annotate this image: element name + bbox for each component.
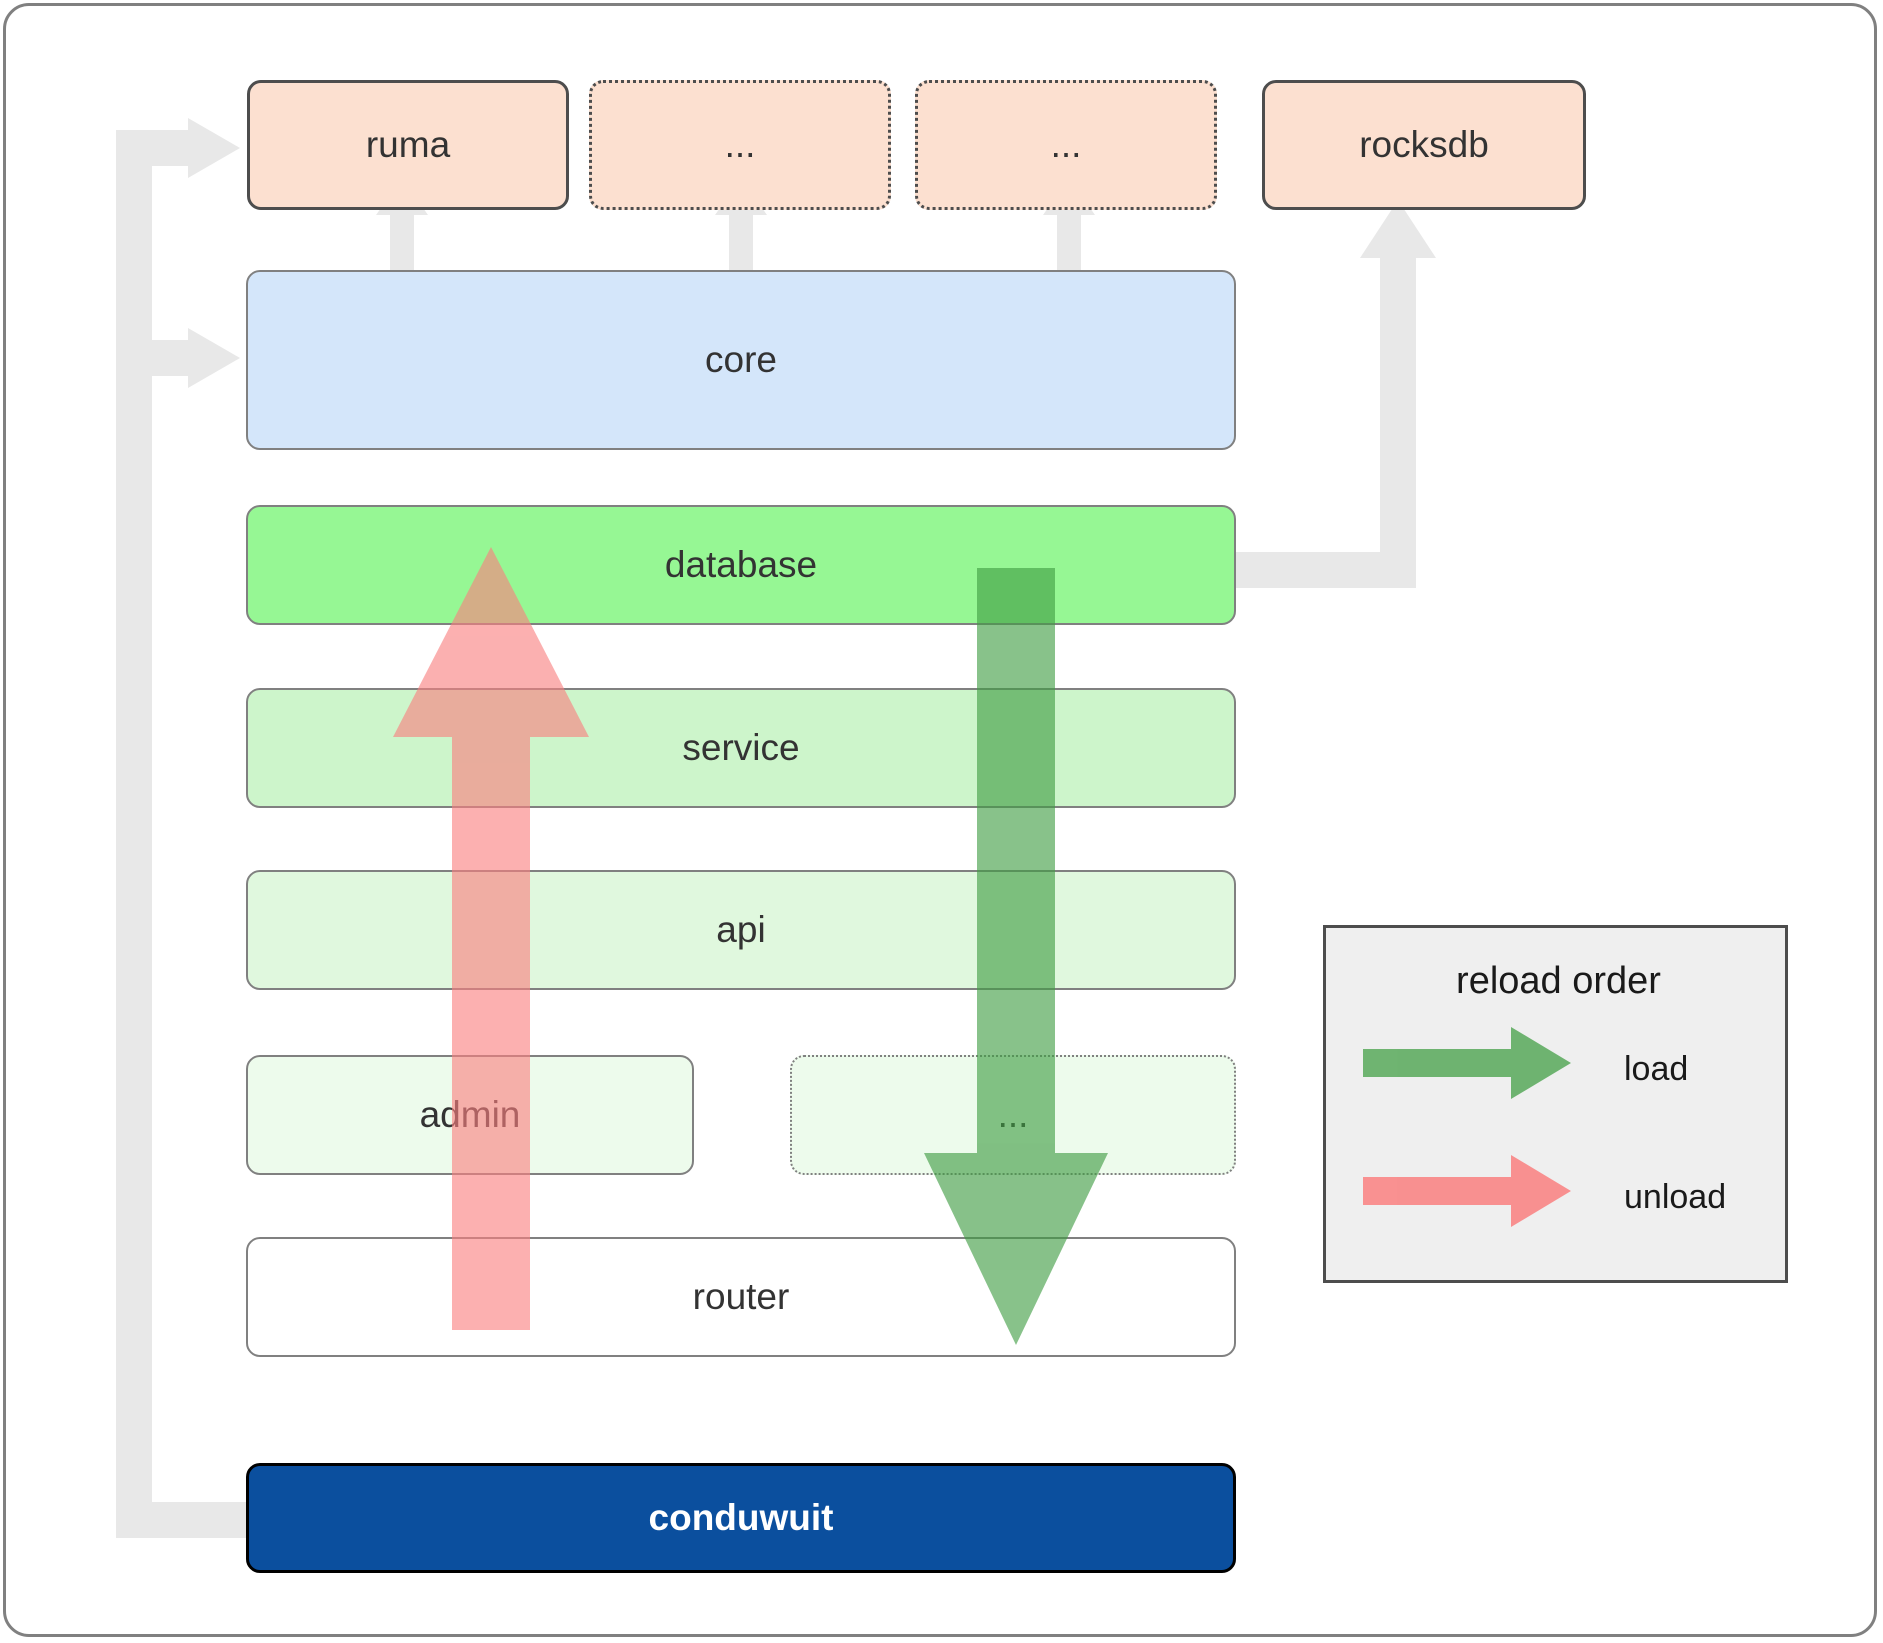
legend-unload-label: unload (1624, 1178, 1727, 1216)
dep-edge-trunk-core (152, 340, 194, 376)
unload-arrow (393, 547, 589, 1330)
load-arrow (924, 568, 1108, 1345)
node-core[interactable]: core (246, 270, 1236, 450)
dep-edge-conduwuit-trunk (116, 1502, 248, 1538)
legend-load-arrow (1363, 1027, 1571, 1099)
legend-title: reload order (1456, 960, 1661, 1002)
legend-panel: reload order load unload (1323, 925, 1788, 1283)
dep-riser-rocksdb (1380, 250, 1416, 588)
dep-arrowhead-core (188, 328, 240, 388)
node-ext-a[interactable]: ... (589, 80, 891, 210)
dep-trunk-conduwuit (116, 130, 152, 1538)
legend-load-label: load (1624, 1050, 1689, 1088)
diagram-frame (3, 3, 1877, 1637)
dep-edge-trunk-ruma (152, 130, 194, 166)
node-router[interactable]: router (246, 1237, 1236, 1357)
dep-arrowhead-rocksdb (1360, 200, 1436, 258)
dep-arrowhead-ruma (188, 118, 240, 178)
dep-edge-database-rocksdb (1232, 552, 1380, 588)
legend-unload-arrow (1363, 1155, 1571, 1227)
